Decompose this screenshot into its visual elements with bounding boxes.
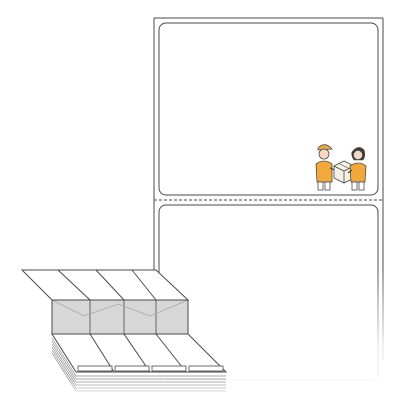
liner-fade [150,268,390,400]
stack-fade [40,380,240,400]
parcel-box-icon [333,160,355,184]
stack-label-strips [77,365,224,372]
stack-rising-fold [51,299,189,335]
fanfold-label-stack-icon [20,269,240,400]
fanfold-upper-panel [20,269,190,301]
recipient-figure [347,147,367,191]
courier-handing-parcel-icon [315,144,367,191]
